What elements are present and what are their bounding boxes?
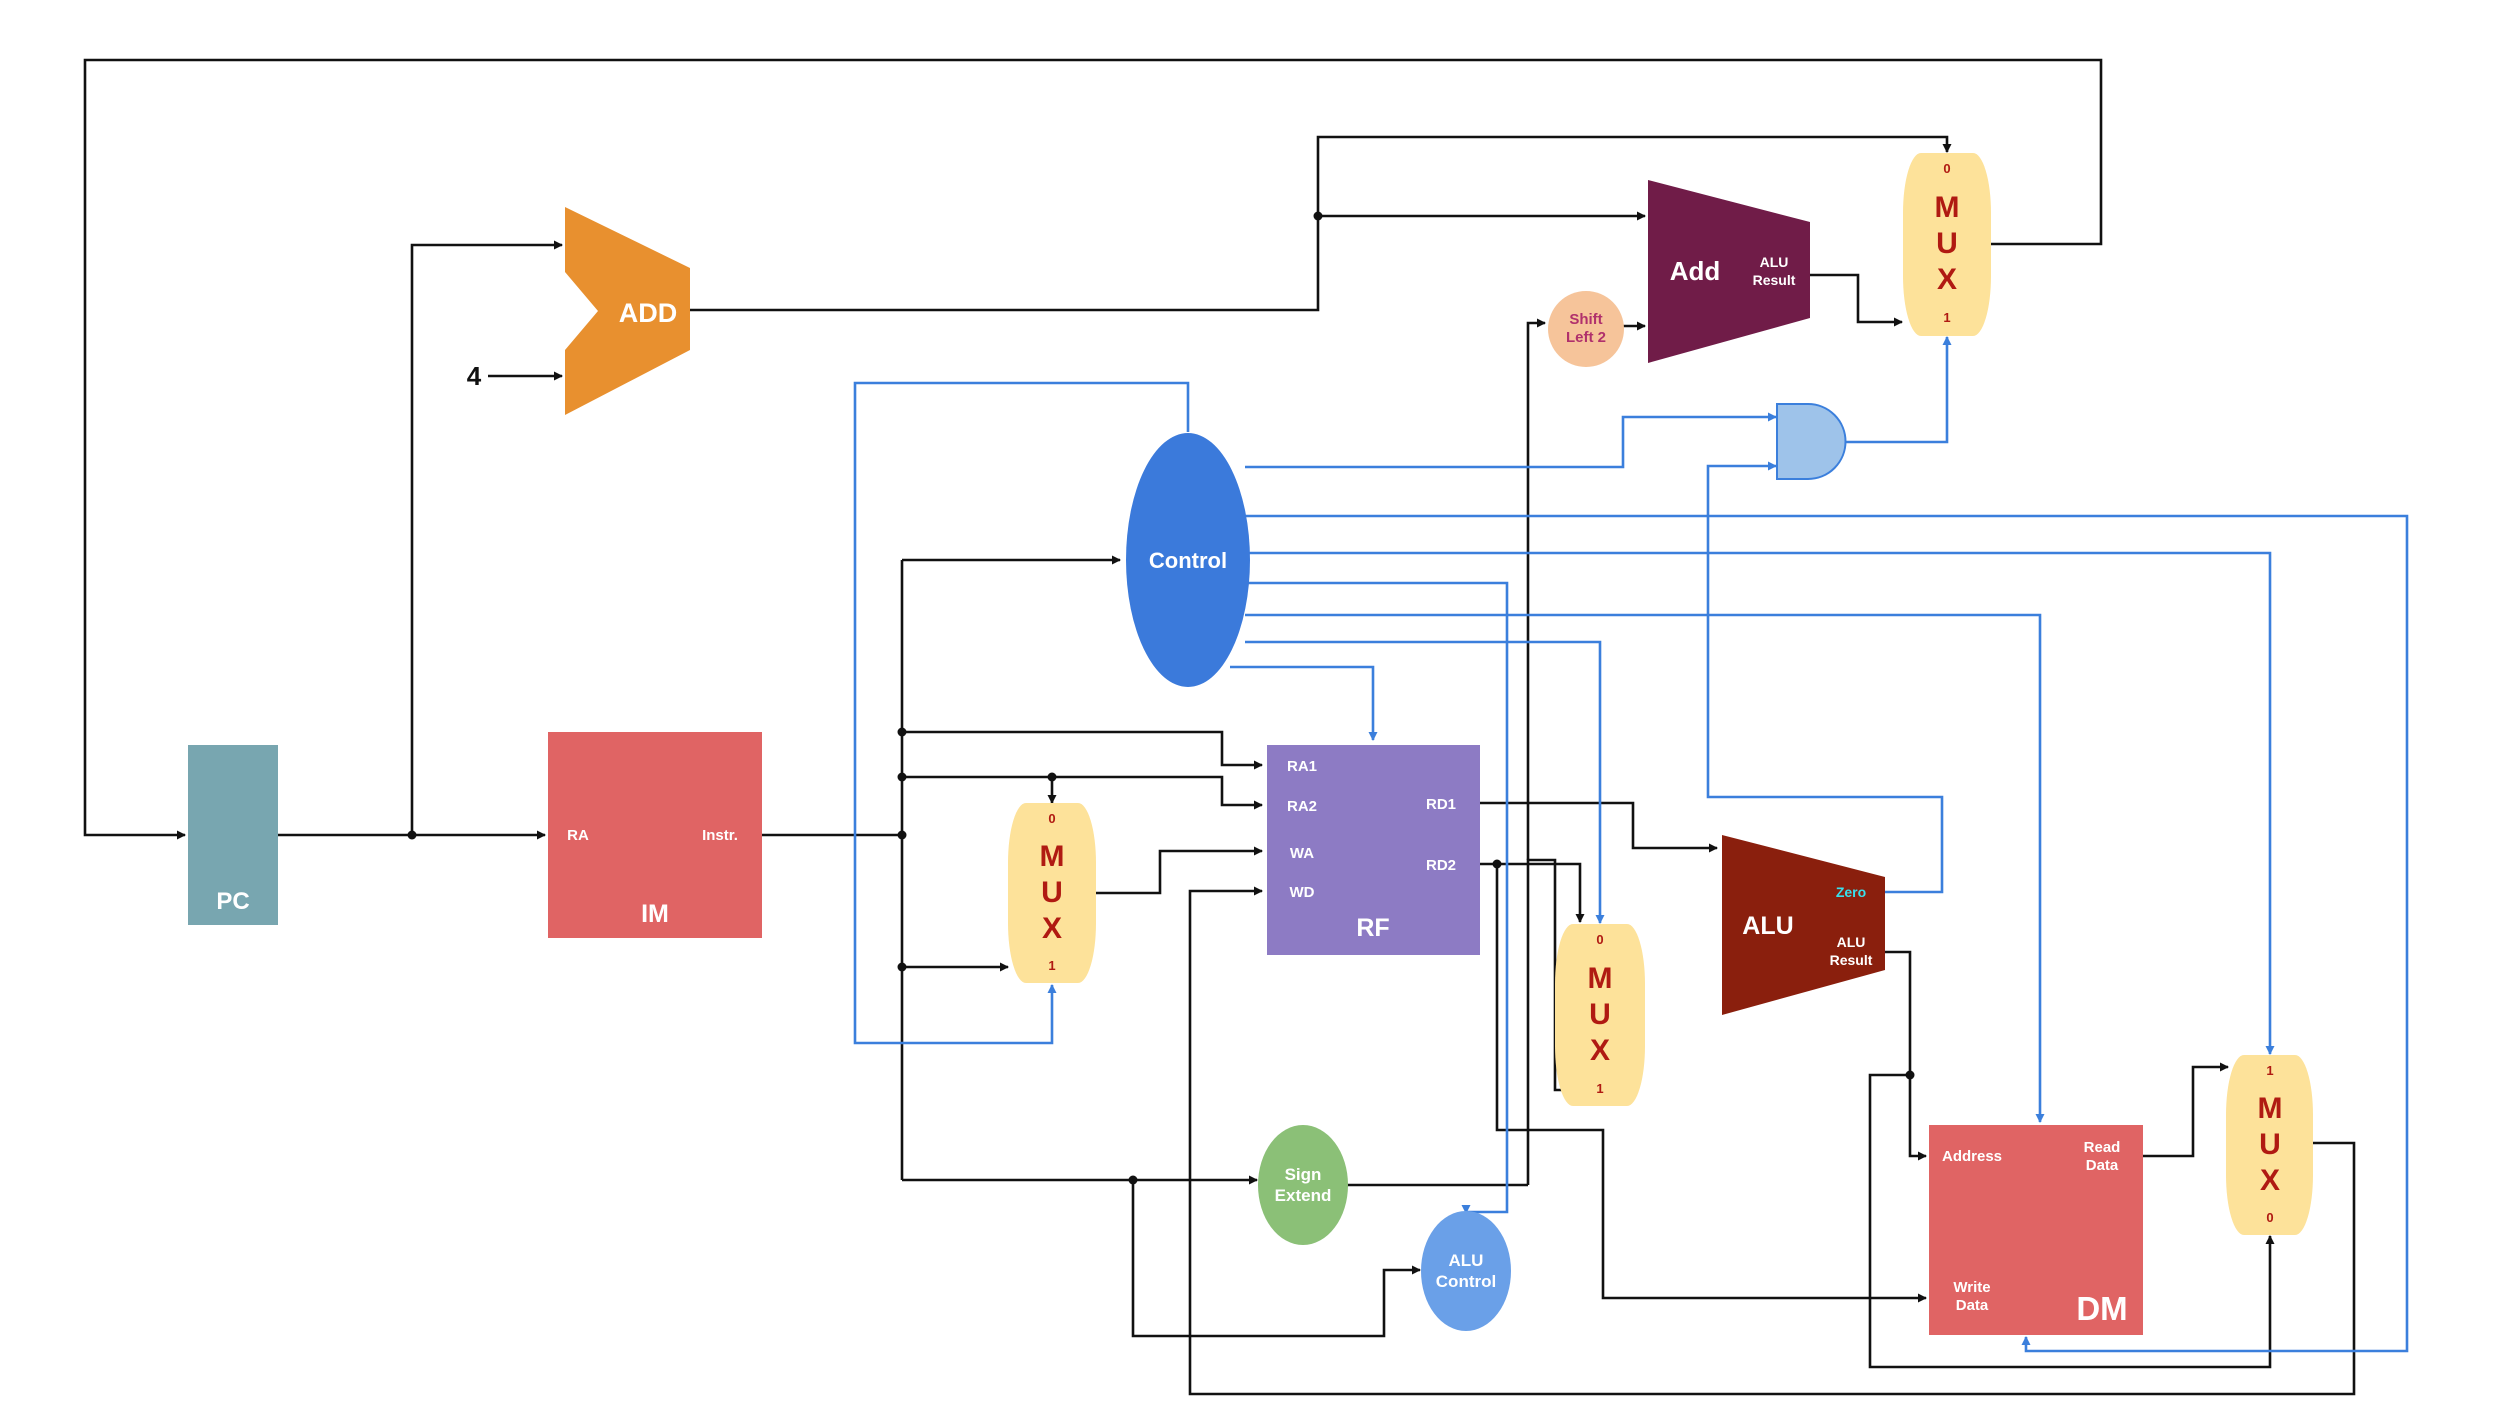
wire-zero-to-and [1706,461,1944,894]
im-label: IM [641,900,669,928]
mux-alu-letter-u: U [1589,998,1611,1031]
pc-adder: ADD [565,207,690,415]
branch-adder-label: Add [1670,256,1721,286]
mux-alu-input-0: 0 [1596,932,1603,947]
dm-port-read-2: Data [2086,1157,2119,1174]
mux-pc-letter-u: U [1936,227,1958,260]
wire-instr-to-ra2 [902,775,1263,810]
mux-rf-input-1: 1 [1048,958,1055,973]
rf-port-rd2: RD2 [1426,857,1456,874]
instruction-memory: RA Instr. IM [548,732,762,938]
mux-reg-dst: 0 M U X 1 [1008,803,1096,983]
wire-pc-to-adder [410,240,563,835]
alu-result-1: ALU [1837,934,1866,950]
mux-wb-input-1: 1 [2266,1063,2273,1078]
dm-port-read-1: Read [2084,1139,2121,1156]
mux-wb-letter-x: X [2260,1164,2280,1197]
mux-rf-letter-u: U [1041,876,1063,909]
wire-rfmux-to-wa [1096,846,1263,895]
branch-and-gate [1776,403,1847,480]
wire-signext-to-shift [1526,318,1546,860]
wire-rd1-to-alu [1480,801,1718,853]
mux-rf-input-0: 0 [1048,811,1055,826]
mux-pc-input-1: 1 [1943,310,1950,325]
pc-register: PC [188,745,278,925]
alu: ALU Zero ALU Result [1722,835,1885,1015]
wires-control [853,336,2409,1353]
dm-label: DM [2076,1290,2127,1327]
wire-aluresult-to-wbmux [1868,1073,2275,1369]
register-file: RA1 RA2 WA WD RD1 RD2 RF [1267,745,1480,955]
alu-result-2: Result [1830,952,1873,968]
mux-wb-letter-m: M [2258,1092,2283,1125]
rf-port-wd: WD [1290,884,1315,901]
mux-wb-letter-u: U [2259,1128,2281,1161]
mux-alu-src: 0 M U X 1 [1555,924,1645,1106]
wire-pcmux-to-pc [83,58,2103,840]
shift-left-2: Shift Left 2 [1548,291,1624,367]
alu-zero-label: Zero [1836,884,1866,900]
wire-and-to-pcmux [1845,336,1952,444]
im-port-instr: Instr. [702,827,738,844]
wire-readdata-to-wbmux [2143,1062,2229,1158]
wire-branch-to-mux [1810,273,1903,327]
ctrl-memwrite [1245,613,2045,1123]
rf-port-wa: WA [1290,845,1314,862]
dm-port-write-1: Write [1953,1279,1990,1296]
dm-port-write-2: Data [1956,1297,1989,1314]
data-memory: Address Read Data Write Data DM [1929,1125,2143,1335]
mux-rf-letter-m: M [1040,840,1065,873]
rf-port-ra2: RA2 [1287,798,1317,815]
wire-pc4-to-mux [690,135,1952,312]
ctrl-regwrite [1230,665,1378,741]
sign-extend-label-1: Sign [1285,1165,1322,1184]
mux-mem-to-reg: 1 M U X 0 [2226,1055,2313,1235]
mux-pc-letter-m: M [1935,191,1960,224]
control-label: Control [1149,548,1227,573]
pc-label: PC [216,888,249,915]
mux-alu-letter-m: M [1588,962,1613,995]
branch-adder: Add ALU Result [1648,180,1810,363]
ctrl-regdst [853,381,1190,1045]
shift-label-1: Shift [1569,311,1602,328]
control-unit: Control [1126,433,1250,687]
mux-pc-letter-x: X [1937,263,1957,296]
ctrl-branch [1245,412,1777,469]
ctrl-alusrc [1245,640,1605,924]
shift-label-2: Left 2 [1566,329,1606,346]
alu-label: ALU [1742,912,1793,940]
im-port-ra: RA [567,827,589,844]
mux-pc-input-0: 0 [1943,161,1950,176]
pc-adder-label: ADD [619,298,678,328]
wire-instr-to-alucontrol [1131,1180,1421,1338]
alu-control-label-1: ALU [1449,1251,1484,1270]
alu-control: ALU Control [1421,1211,1511,1331]
wire-aluresult-to-address [1885,950,1927,1161]
mux-alu-letter-x: X [1590,1034,1610,1067]
alu-control-label-2: Control [1436,1272,1496,1291]
branch-adder-result-2: Result [1753,272,1796,288]
ctrl-memtoreg [1245,551,2275,1055]
rf-port-rd1: RD1 [1426,796,1456,813]
sign-extend: Sign Extend [1258,1125,1348,1245]
wire-rd2-to-writedata [1495,864,1927,1303]
mux-alu-input-1: 1 [1596,1081,1603,1096]
wire-instr-to-ra1 [902,730,1263,770]
wire-junctions [407,211,1915,1185]
branch-adder-result-1: ALU [1760,254,1789,270]
wire-rd2-to-alumux [1480,862,1585,923]
wire-wb-to-wd [1188,886,2356,1396]
constant-four: 4 [467,361,482,391]
mux-pc-select: 0 M U X 1 [1903,153,1991,336]
mux-rf-letter-x: X [1042,912,1062,945]
ctrl-memread [1245,514,2409,1353]
rf-port-ra1: RA1 [1287,758,1317,775]
sign-extend-label-2: Extend [1275,1186,1332,1205]
rf-label: RF [1356,914,1389,942]
dm-port-address: Address [1942,1148,2002,1165]
mux-wb-input-0: 0 [2266,1210,2273,1225]
